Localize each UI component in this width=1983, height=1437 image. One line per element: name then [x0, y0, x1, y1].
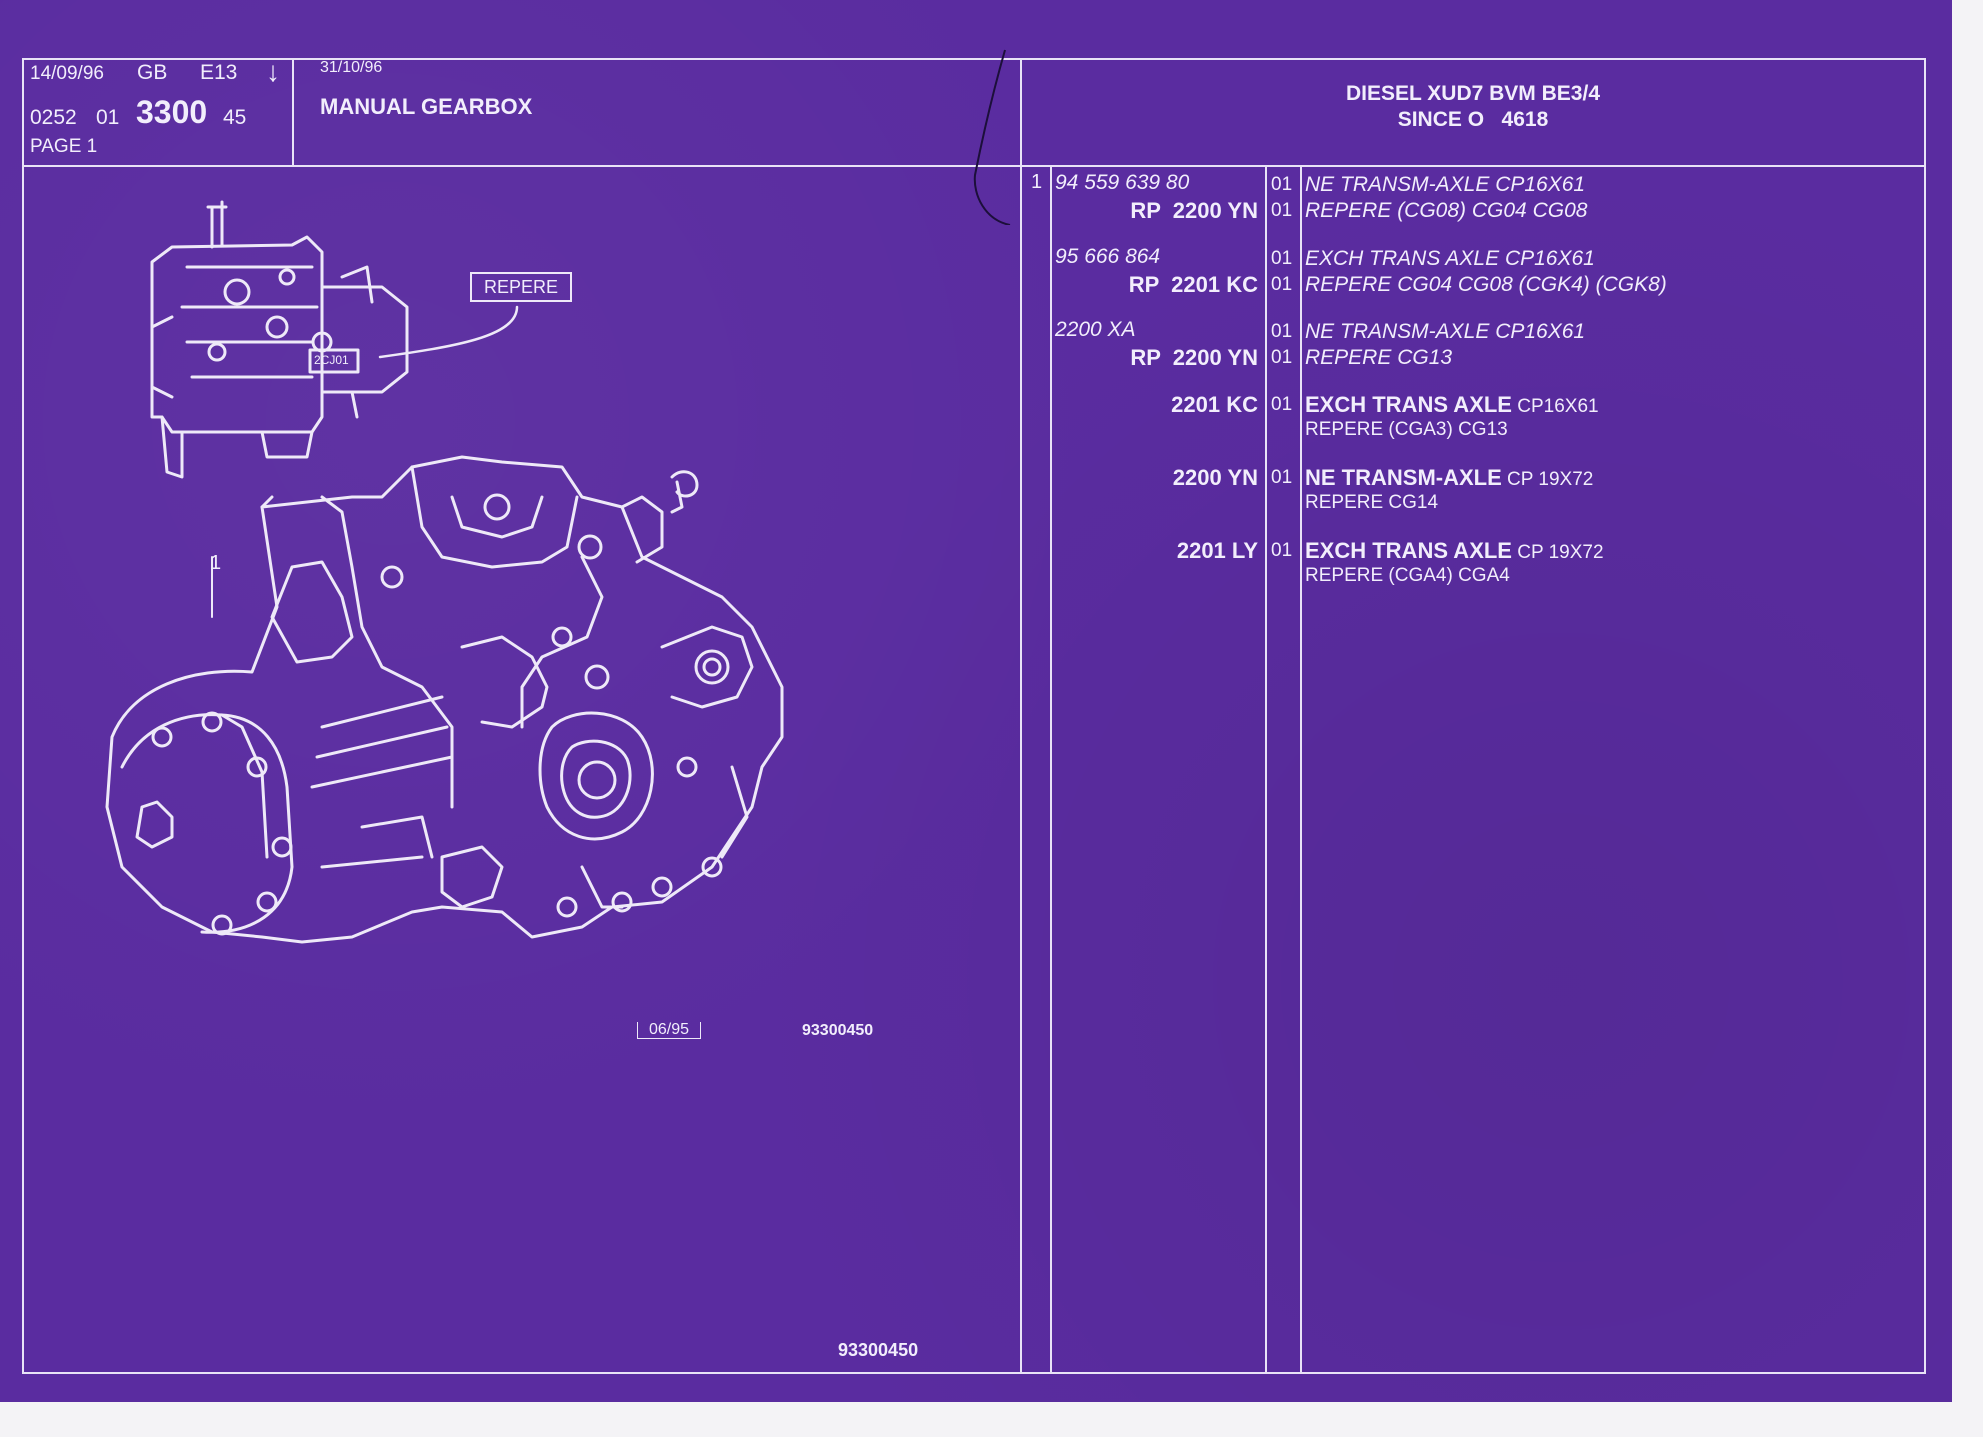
part-qty-6: 01	[1271, 347, 1293, 368]
col-divider-3	[1300, 165, 1302, 1372]
blueprint-sheet: 14/09/96 GB E13 ↓ 0252 01 3300 45 PAGE 1…	[0, 0, 1952, 1402]
part-desc-7b: REPERE (CGA3) CG13	[1305, 419, 1508, 440]
header-edition: E13	[200, 61, 238, 84]
part-desc-2: REPERE (CG08) CG04 CG08	[1305, 199, 1588, 222]
part-qty-2: 01	[1271, 200, 1293, 221]
part-desc-9b: REPERE (CGA4) CGA4	[1305, 565, 1510, 586]
part-qty-7: 01	[1271, 394, 1293, 415]
frame-right	[1924, 58, 1926, 1374]
part-ref-7: 2201 KC	[1171, 392, 1258, 417]
gearbox-illustration	[105, 200, 784, 944]
repere-label: REPERE	[470, 272, 572, 302]
date-box: 06/95	[637, 1022, 701, 1039]
part-desc-5: NE TRANSM-AXLE CP16X61	[1305, 320, 1586, 343]
item-number: 1	[1031, 171, 1043, 193]
section-title: MANUAL GEARBOX	[320, 94, 533, 119]
engine-title-line2: SINCE O 4618	[1397, 108, 1549, 131]
part-ref-2: RP 2200 YN	[1130, 198, 1258, 223]
part-desc-8-bold: NE TRANSM-AXLE	[1305, 465, 1502, 490]
part-desc-3: EXCH TRANS AXLE CP16X61	[1305, 247, 1595, 270]
part-qty-8: 01	[1271, 467, 1293, 488]
figure-ref: 93300450	[802, 1022, 874, 1039]
part-ref-8: 2200 YN	[1172, 465, 1258, 490]
panel-divider	[1020, 58, 1022, 1374]
part-desc-7: EXCH TRANS AXLE CP16X61	[1305, 392, 1599, 418]
header-vdivider-1	[292, 58, 294, 167]
header-code-c: 45	[223, 106, 247, 129]
part-ref-4: RP 2201 KC	[1128, 272, 1258, 297]
part-qty-4: 01	[1271, 274, 1293, 295]
part-ref-3: 95 666 864	[1055, 245, 1161, 268]
footer-ref: 93300450	[838, 1340, 919, 1360]
part-ref-6: RP 2200 YN	[1130, 345, 1258, 370]
frame-left	[22, 58, 24, 1374]
part-desc-9: EXCH TRANS AXLE CP 19X72	[1305, 538, 1604, 564]
header-date2: 31/10/96	[320, 59, 383, 76]
header-date: 14/09/96	[30, 63, 104, 84]
pen-mark	[973, 49, 1011, 225]
part-desc-4: REPERE CG04 CG08 (CGK4) (CGK8)	[1305, 273, 1667, 296]
part-desc-7-rest: CP16X61	[1511, 396, 1599, 417]
col-divider-2	[1265, 165, 1267, 1372]
part-desc-8b: REPERE CG14	[1305, 492, 1439, 513]
header-arrow-icon: ↓	[266, 56, 280, 87]
frame-top	[22, 58, 1926, 60]
engine-title-line1: DIESEL XUD7 BVM BE3/4	[1345, 82, 1601, 105]
part-ref-1: 94 559 639 80	[1055, 171, 1190, 194]
main-gearbox-view	[105, 455, 784, 944]
callout-number: 1	[210, 552, 222, 574]
part-desc-1: NE TRANSM-AXLE CP16X61	[1305, 173, 1586, 196]
part-desc-6: REPERE CG13	[1305, 346, 1453, 369]
part-desc-8-rest: CP 19X72	[1501, 469, 1594, 490]
part-qty-5: 01	[1271, 321, 1293, 342]
small-gearbox-view	[150, 200, 519, 479]
part-desc-7-bold: EXCH TRANS AXLE	[1305, 392, 1512, 417]
part-desc-8: NE TRANSM-AXLE CP 19X72	[1305, 465, 1593, 491]
part-ref-9: 2201 LY	[1176, 538, 1258, 563]
header-lang: GB	[137, 61, 168, 84]
header-page: PAGE 1	[30, 136, 98, 157]
header-code-a: 0252	[30, 106, 77, 129]
part-qty-9: 01	[1271, 540, 1293, 561]
part-ref-5: 2200 XA	[1055, 318, 1136, 341]
part-desc-9-bold: EXCH TRANS AXLE	[1305, 538, 1512, 563]
part-desc-9-rest: CP 19X72	[1511, 542, 1604, 563]
header-code-b: 01	[96, 106, 120, 129]
header-divider	[22, 165, 1926, 167]
part-qty-3: 01	[1271, 248, 1293, 269]
col-divider-1	[1050, 165, 1052, 1372]
part-qty-1: 01	[1271, 174, 1293, 195]
header-code-main: 3300	[136, 94, 208, 130]
frame-bottom	[22, 1372, 1926, 1374]
plate-label: 2CJ01	[314, 353, 349, 367]
